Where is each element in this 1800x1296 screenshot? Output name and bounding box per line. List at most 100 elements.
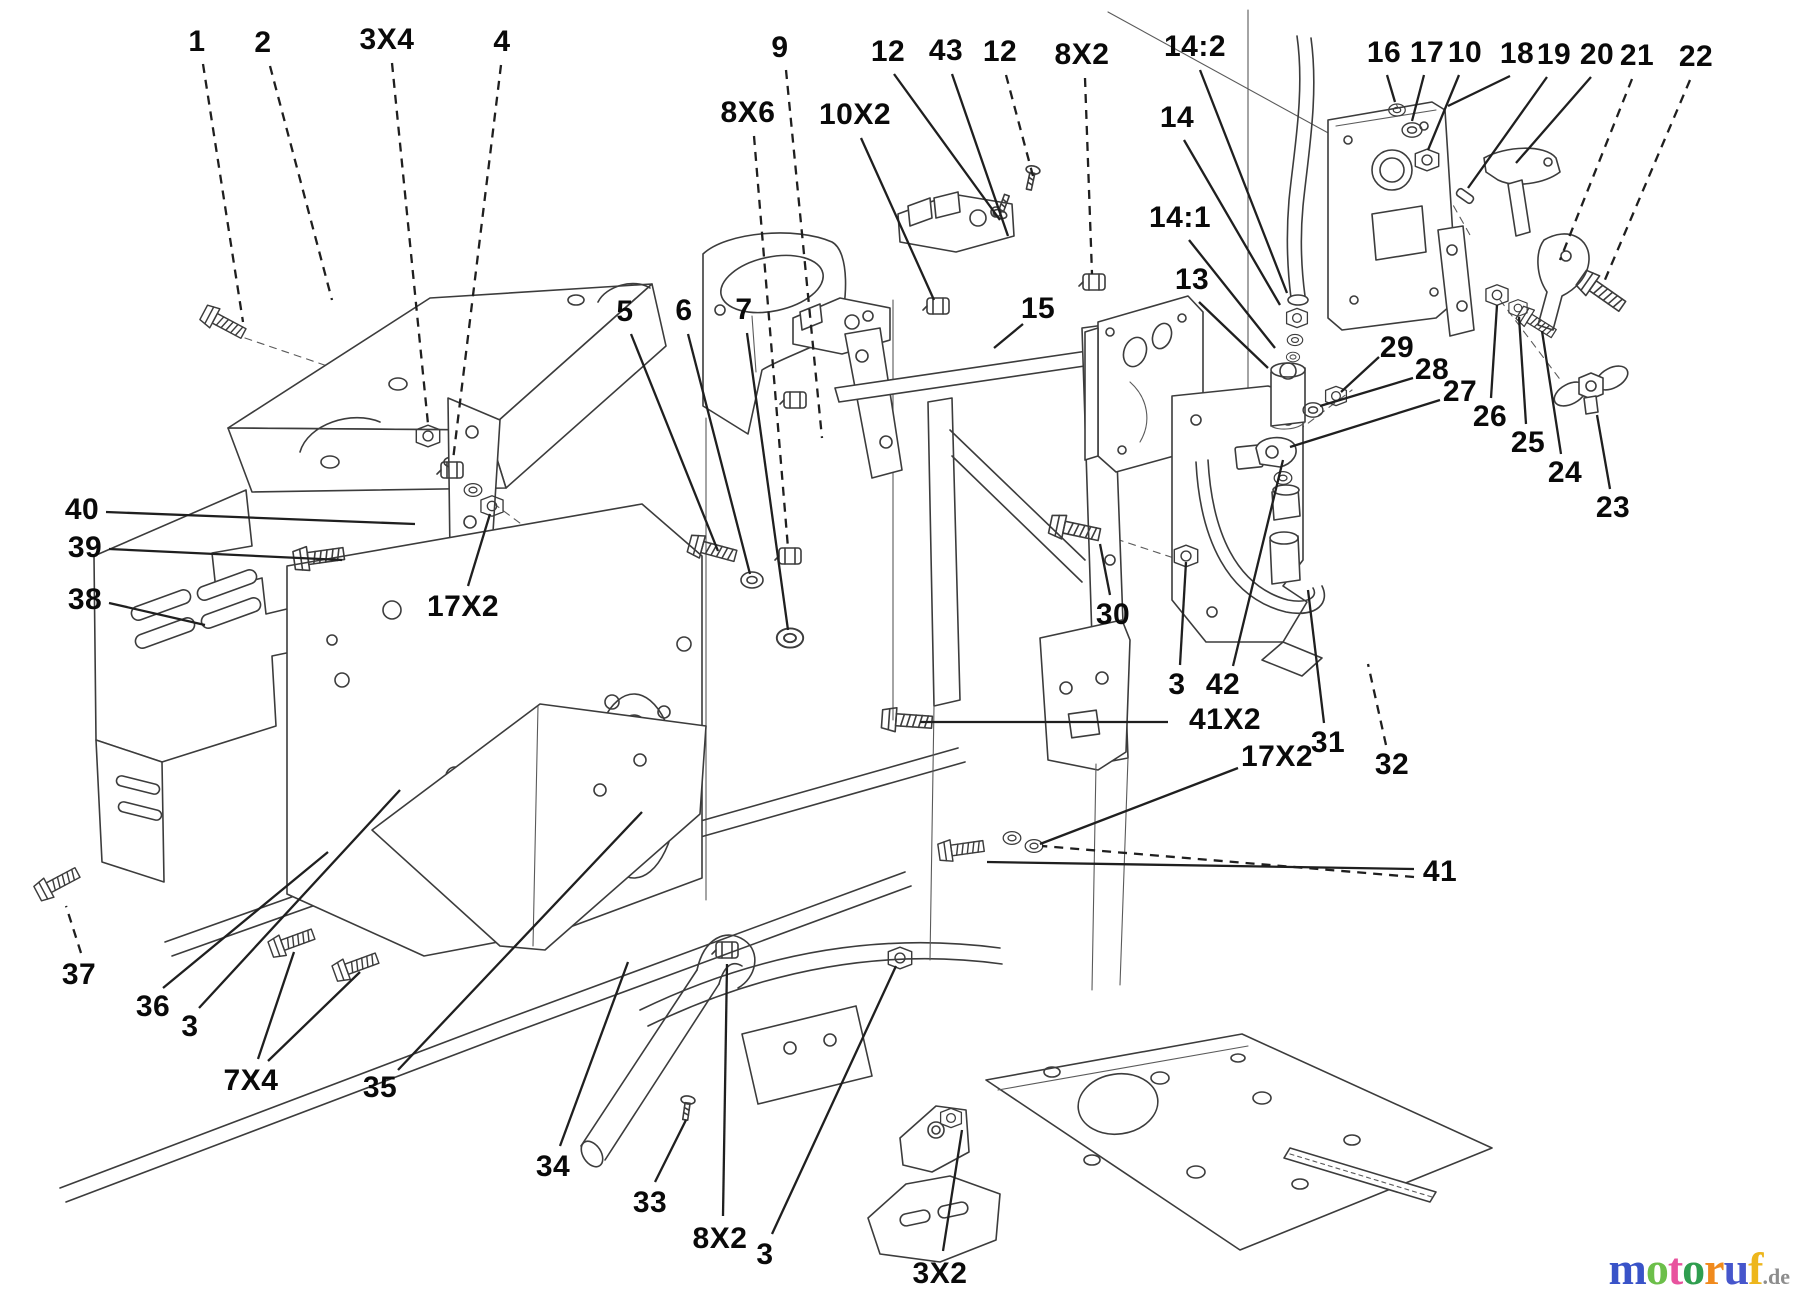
part-fuel-hose — [1285, 35, 1315, 363]
leader-line — [1198, 301, 1269, 369]
leader-line — [893, 73, 1001, 221]
leader-line — [466, 513, 492, 587]
callout-label: 3 — [181, 1010, 199, 1043]
callout-label: 27 — [1442, 375, 1478, 408]
leader-line — [1467, 76, 1548, 189]
callout-label: 37 — [61, 958, 97, 991]
leader-line — [1183, 139, 1281, 306]
bolt-37 — [31, 862, 84, 904]
part-cross-bracket — [741, 1005, 873, 1105]
callout-label: 12 — [982, 35, 1018, 68]
part-mount-plate — [371, 703, 707, 951]
leader-line — [859, 137, 936, 301]
callout-label: 41 — [1422, 855, 1458, 888]
leader-line — [1039, 766, 1239, 846]
callout-label: 3 — [1168, 668, 1186, 701]
nut-26 — [1485, 284, 1509, 306]
washer-6 — [740, 571, 764, 589]
callout-label: 8X2 — [692, 1222, 748, 1255]
callout-label: 9 — [771, 31, 789, 64]
leader-line — [1366, 663, 1388, 746]
bolt-7x4b — [330, 947, 382, 985]
leader-line — [745, 332, 790, 631]
leader-line — [986, 860, 1415, 871]
leader-line — [201, 63, 245, 323]
part-support-handle — [580, 934, 756, 1168]
callout-label: 18 — [1499, 37, 1535, 70]
callout-label: 23 — [1595, 491, 1631, 524]
leader-line — [1410, 74, 1426, 122]
leader-line — [752, 135, 790, 549]
leader-line — [1447, 74, 1511, 108]
callout-label: 14:2 — [1163, 30, 1227, 63]
leader-line — [1306, 589, 1326, 724]
callout-label: 40 — [64, 493, 100, 526]
leader-line — [941, 1129, 964, 1252]
leader-line — [686, 333, 752, 575]
callout-label: 10X2 — [818, 98, 892, 131]
callout-label: 29 — [1379, 331, 1415, 364]
logo-letter: f — [1748, 1243, 1763, 1294]
leader-line — [1188, 239, 1276, 349]
leader-line — [1004, 74, 1035, 177]
leader-line — [1198, 69, 1289, 294]
callout-label: 21 — [1619, 39, 1655, 72]
callout-label: 30 — [1095, 598, 1131, 631]
callout-label: 38 — [67, 583, 103, 616]
part-engine-mount-bracket — [227, 282, 667, 493]
callout-label: 4 — [493, 25, 511, 58]
callout-label: 39 — [67, 531, 103, 564]
leader-lines-layer — [64, 62, 1692, 1252]
leader-line — [1178, 561, 1188, 666]
leader-line — [1319, 376, 1414, 408]
leader-line — [108, 601, 206, 627]
leader-line — [256, 951, 296, 1060]
callout-label: 32 — [1374, 748, 1410, 781]
callout-label: 19 — [1536, 38, 1572, 71]
leader-line — [1340, 356, 1380, 393]
nut-25 — [1508, 299, 1528, 317]
callout-label: 3 — [756, 1238, 774, 1271]
callout-label: 24 — [1547, 456, 1583, 489]
leader-line — [1426, 74, 1461, 151]
leader-line — [558, 961, 630, 1147]
leader-line — [770, 965, 898, 1235]
leader-line — [198, 789, 401, 1009]
clip-8x2-bottom — [711, 941, 739, 959]
leader-line — [64, 905, 83, 954]
part-mounting-plate — [1327, 101, 1458, 331]
leader-line — [268, 65, 334, 301]
callout-label: 31 — [1310, 726, 1346, 759]
callout-label: 10 — [1447, 36, 1483, 69]
logo-letter: r — [1704, 1243, 1724, 1294]
callout-label: 6 — [675, 294, 693, 327]
washer-17x2r — [1024, 838, 1044, 854]
callout-label: 17X2 — [1240, 740, 1314, 773]
leader-line — [1515, 76, 1592, 164]
logo-letter: o — [1645, 1243, 1669, 1294]
leader-line — [1595, 414, 1612, 490]
leader-line — [105, 510, 416, 526]
motoruf-logo-text: motoruf — [1608, 1243, 1764, 1294]
callout-label: 7X4 — [223, 1064, 279, 1097]
leader-line — [451, 64, 503, 461]
callout-label: 13 — [1174, 263, 1210, 296]
bolt-41a — [936, 834, 986, 864]
callout-label: 41X2 — [1188, 703, 1262, 736]
leader-line — [1558, 78, 1634, 261]
clip-8x2-top — [1078, 273, 1106, 291]
leader-line — [1540, 330, 1563, 455]
bolt-7x4a — [266, 923, 318, 961]
leader-line — [1041, 844, 1415, 879]
leader-line — [784, 69, 824, 439]
leader-line — [162, 851, 329, 989]
logo-letter: m — [1608, 1243, 1647, 1294]
washer-7 — [775, 627, 805, 649]
callout-label: 14 — [1159, 101, 1195, 134]
part-fuel-filter — [1270, 362, 1306, 430]
pin-19 — [1455, 187, 1475, 205]
callout-label: 5 — [616, 295, 634, 328]
callout-label: 22 — [1678, 40, 1714, 73]
